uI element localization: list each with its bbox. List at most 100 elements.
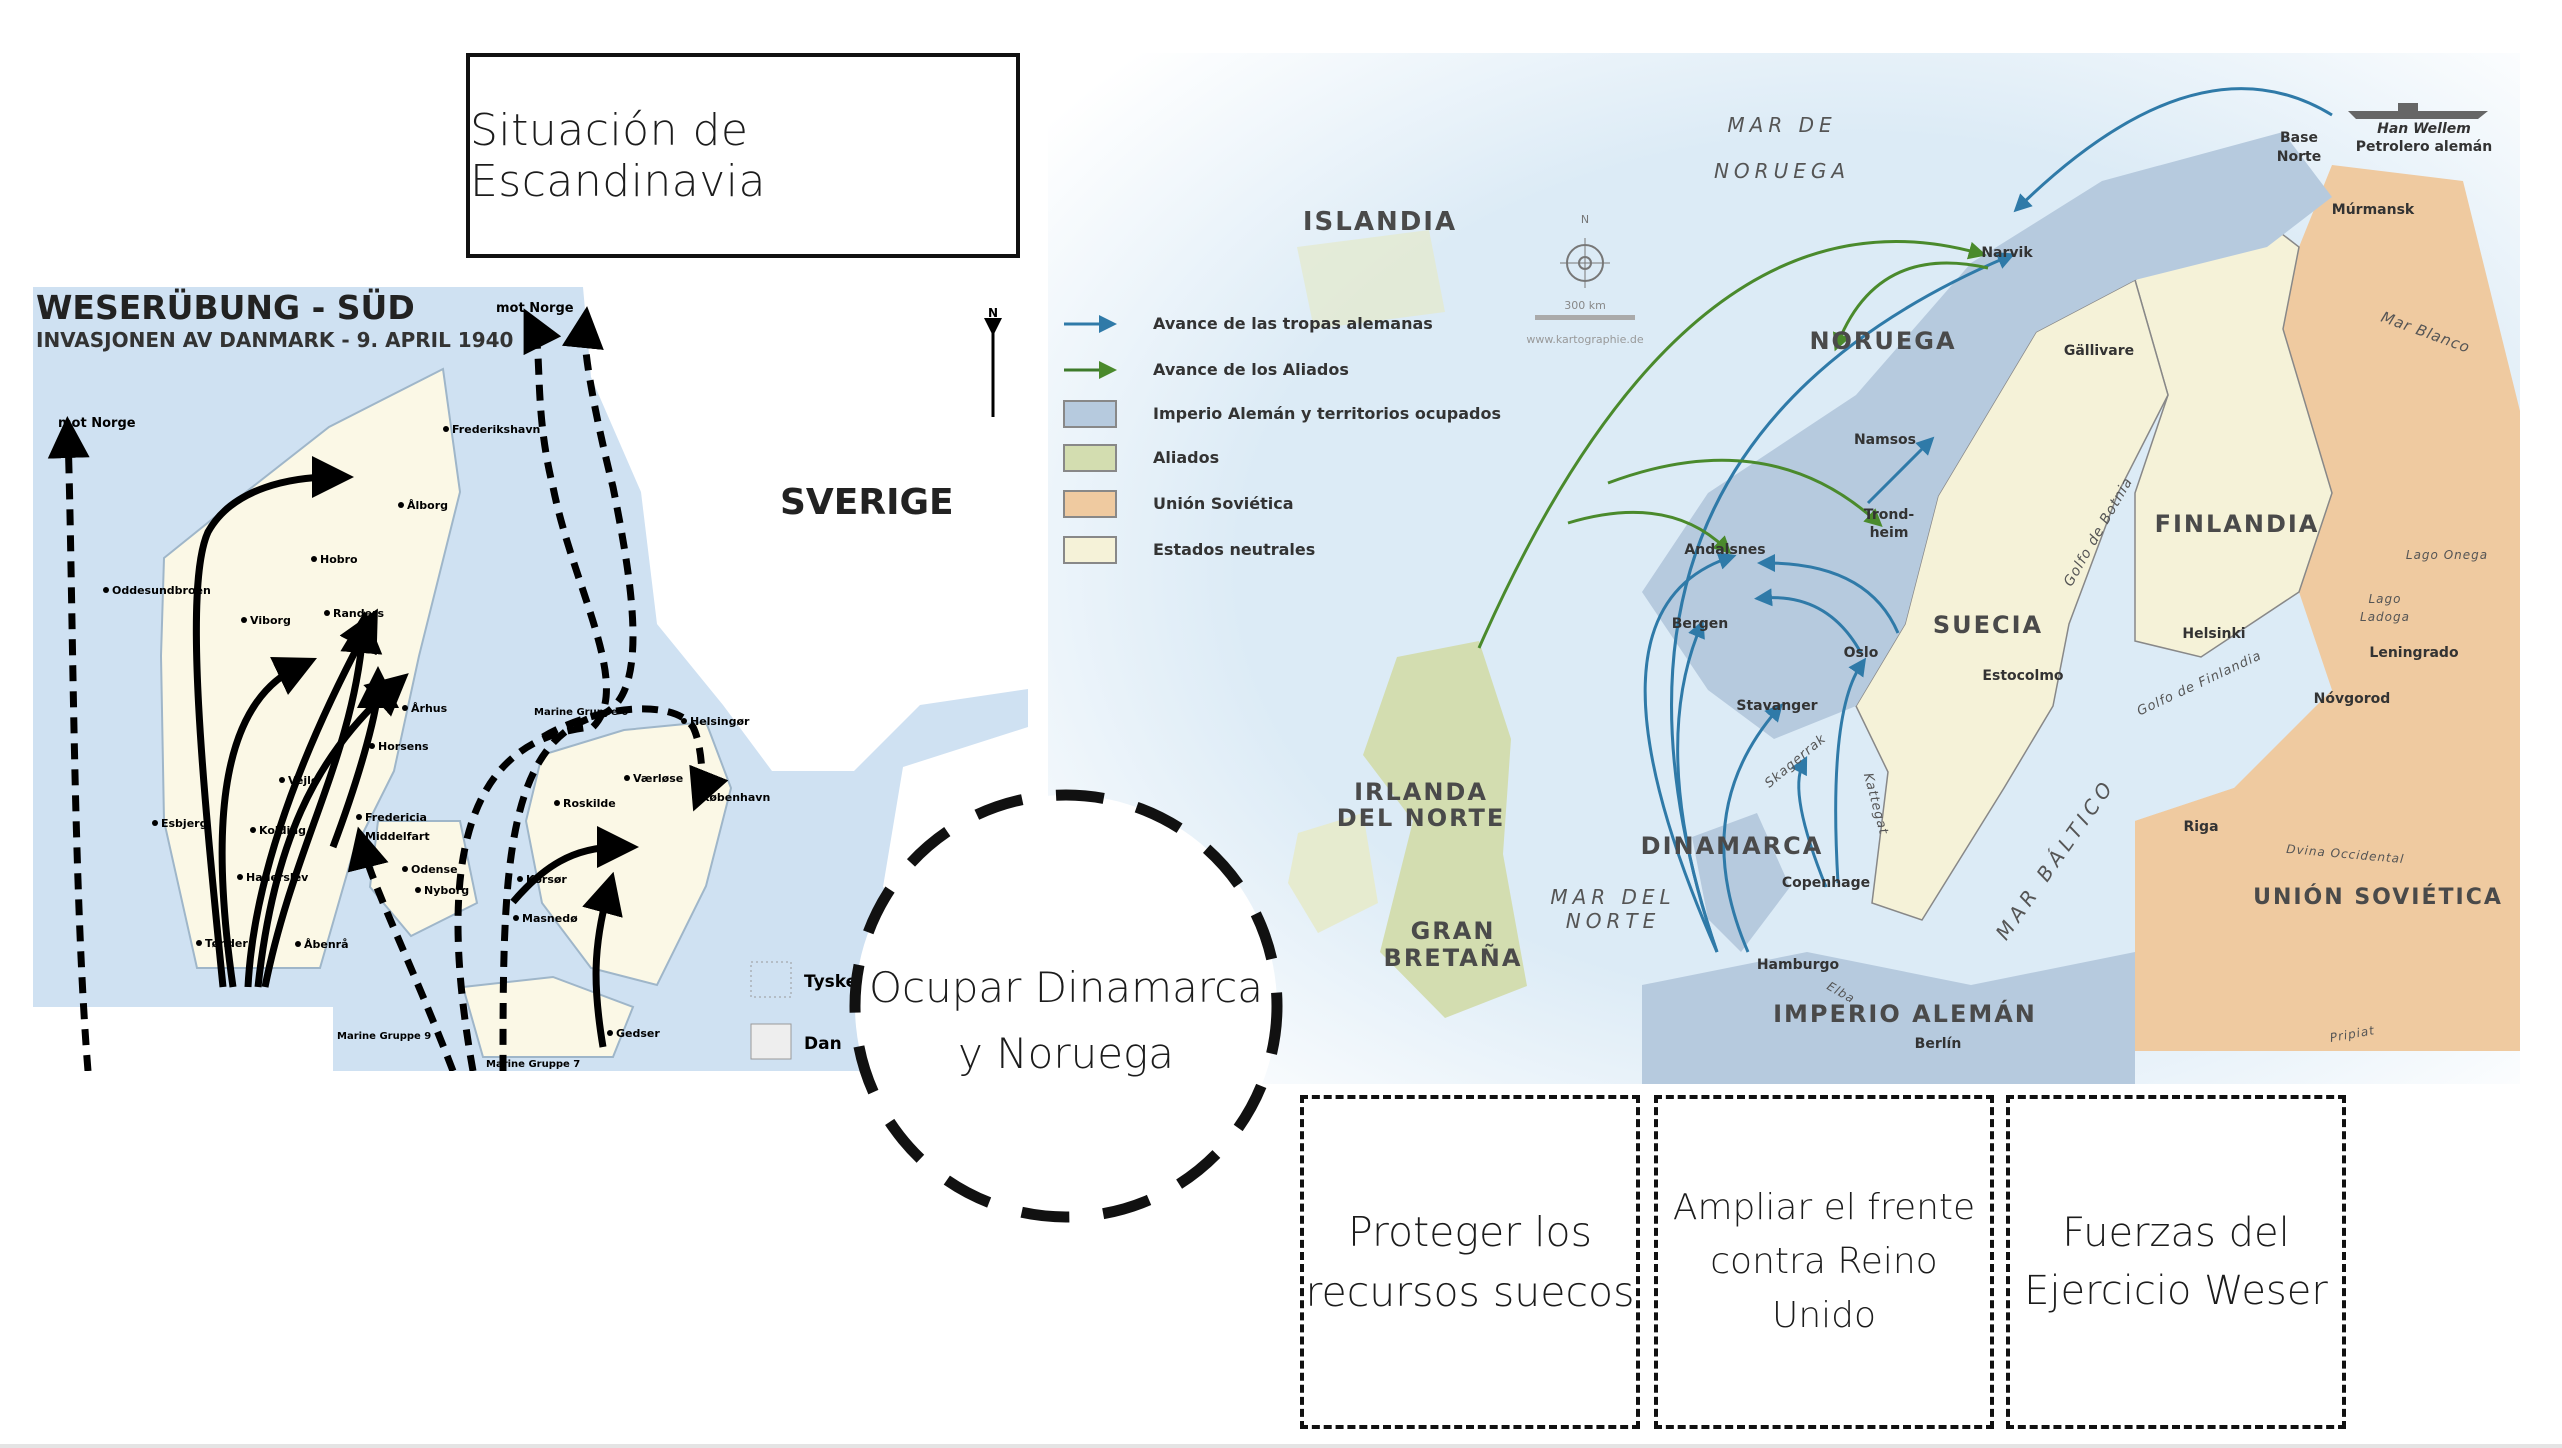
region-label: DINAMARCA bbox=[1641, 832, 1824, 860]
city-marker bbox=[398, 502, 404, 508]
city-label: Trond- bbox=[1864, 507, 1915, 523]
city-label: Helsingør bbox=[690, 715, 750, 728]
region-label: NORUEGA bbox=[1809, 327, 1956, 355]
region-norway bbox=[1642, 132, 2332, 739]
region-label: ISLANDIA bbox=[1303, 207, 1457, 237]
legend-swatch bbox=[1063, 490, 1117, 518]
central-topic-line-1: Ocupar Dinamarca bbox=[869, 963, 1263, 1012]
region-label: IRLANDA bbox=[1354, 778, 1488, 806]
note-line: Fuerzas del bbox=[2062, 1210, 2290, 1256]
city-marker bbox=[443, 426, 449, 432]
city-label: Gedser bbox=[616, 1027, 660, 1040]
city-marker bbox=[415, 887, 421, 893]
route-label: mot Norge bbox=[496, 301, 574, 316]
naval-group-label: Marine Gruppe 6 bbox=[534, 707, 628, 718]
city-marker bbox=[311, 556, 317, 562]
note-line: Ejercicio Weser bbox=[2024, 1268, 2328, 1314]
allied-advance-arrows bbox=[1477, 239, 1989, 649]
city-marker bbox=[356, 814, 362, 820]
map-title: WESERÜBUNG - SÜD bbox=[36, 287, 415, 327]
city-marker bbox=[250, 827, 256, 833]
city-label: Namsos bbox=[1854, 432, 1916, 448]
region-baltic-states bbox=[2135, 788, 2278, 953]
city-label: Tønder bbox=[205, 937, 248, 950]
city-marker bbox=[402, 705, 408, 711]
legend-swatch bbox=[1063, 444, 1117, 472]
city-label: Riga bbox=[2183, 819, 2218, 835]
legend-label: Avance de los Aliados bbox=[1153, 360, 1349, 379]
north-label: N bbox=[988, 306, 998, 320]
slide-title-box[interactable]: Situación de Escandinavia bbox=[466, 53, 1020, 258]
note-expand-front-uk[interactable]: Ampliar el frente contra Reino Unido bbox=[1654, 1095, 1994, 1429]
legend-label-tyske: Tyske bbox=[804, 972, 857, 992]
city-marker bbox=[517, 876, 523, 882]
city-label: Århus bbox=[411, 702, 448, 715]
scale-label: 300 km bbox=[1564, 299, 1606, 312]
city-label: Odense bbox=[411, 863, 458, 876]
central-topic-line-2: y Noruega bbox=[958, 1029, 1174, 1078]
note-line: recursos suecos bbox=[1305, 1268, 1635, 1316]
country-label-sverige: SVERIGE bbox=[780, 482, 954, 523]
ship-name-label: Han Wellem bbox=[2377, 121, 2471, 137]
city-label: Narvik bbox=[1981, 245, 2033, 261]
sweden-landmass bbox=[583, 287, 1028, 771]
legend-swatch bbox=[1063, 536, 1117, 564]
city-label: København bbox=[701, 791, 770, 804]
city-marker bbox=[279, 777, 285, 783]
map-credit: www.kartographie.de bbox=[1526, 333, 1643, 346]
city-label: Ålborg bbox=[407, 499, 448, 512]
city-label: Gällivare bbox=[2064, 343, 2134, 359]
map-subtitle: INVASJONEN AV DANMARK - 9. APRIL 1940 bbox=[36, 328, 513, 352]
city-label: Værløse bbox=[633, 772, 683, 785]
note-line: Proteger los bbox=[1348, 1208, 1592, 1256]
city-marker bbox=[324, 610, 330, 616]
city-label: Horsens bbox=[378, 740, 429, 753]
city-marker bbox=[356, 833, 362, 839]
sea-label: MAR DE bbox=[1727, 113, 1836, 137]
city-label: Andalsnes bbox=[1684, 542, 1765, 558]
land-invasion-arrows bbox=[192, 456, 639, 1048]
city-label: Estocolmo bbox=[1982, 668, 2064, 684]
route-label: mot Norge bbox=[58, 416, 136, 431]
region-label: BRETAÑA bbox=[1384, 943, 1523, 972]
city-marker bbox=[681, 718, 687, 724]
city-label: Oslo bbox=[1844, 645, 1879, 661]
legend-label: Aliados bbox=[1153, 448, 1219, 467]
naval-group-label: Marine Gruppe 7 bbox=[486, 1059, 580, 1070]
city-label: Berlín bbox=[1915, 1036, 1962, 1052]
central-topic-circle[interactable] bbox=[840, 780, 1292, 1232]
region-sweden bbox=[1855, 278, 2169, 921]
city-label: Randers bbox=[333, 607, 384, 620]
bottom-scrollbar bbox=[0, 1444, 2562, 1448]
scale-bar bbox=[1535, 315, 1635, 320]
central-topic-text[interactable]: Ocupar Dinamarca y Noruega bbox=[860, 955, 1272, 1087]
city-label: Stavanger bbox=[1736, 698, 1817, 714]
sea-label: Lago bbox=[2369, 592, 2402, 606]
city-label: heim bbox=[1870, 525, 1909, 541]
naval-invasion-arrows bbox=[47, 306, 729, 1071]
city-marker bbox=[237, 874, 243, 880]
legend-label: Avance de las tropas alemanas bbox=[1153, 314, 1433, 333]
city-marker bbox=[402, 866, 408, 872]
ship-type-label: Petrolero alemán bbox=[2356, 139, 2492, 155]
region-label: SUECIA bbox=[1933, 611, 2043, 639]
legend-swatch-german bbox=[750, 961, 792, 998]
note-line: contra Reino Unido bbox=[1710, 1241, 1938, 1336]
note-line: Ampliar el frente bbox=[1672, 1187, 1976, 1228]
city-marker bbox=[103, 587, 109, 593]
city-label: Hamburgo bbox=[1757, 957, 1840, 973]
city-label: Kolding bbox=[259, 824, 306, 837]
city-label: Nóvgorod bbox=[2314, 691, 2391, 707]
note-protect-swedish-resources[interactable]: Proteger los recursos suecos bbox=[1300, 1095, 1640, 1429]
naval-group-label: Marine Gruppe 9 bbox=[337, 1031, 431, 1042]
city-marker bbox=[513, 915, 519, 921]
region-label: GRAN bbox=[1411, 917, 1496, 945]
sea-label: Lago Onega bbox=[2406, 548, 2488, 562]
city-label: Viborg bbox=[250, 614, 291, 627]
city-label: Fredericia bbox=[365, 811, 427, 824]
region-ireland bbox=[1288, 813, 1378, 933]
slide-title: Situación de Escandinavia bbox=[470, 104, 766, 207]
city-label: Oddesundbroen bbox=[112, 584, 211, 597]
